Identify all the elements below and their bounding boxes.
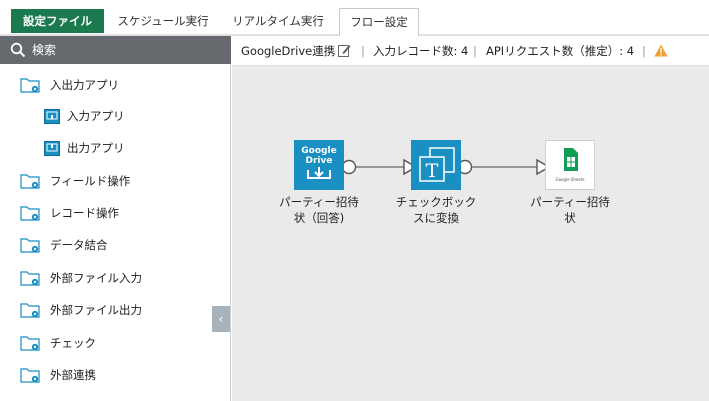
node-label: パーティー招待状	[530, 195, 610, 225]
sidebar-group-label: フィールド操作	[50, 174, 131, 188]
tab-realtime-run[interactable]: リアルタイム実行	[232, 14, 324, 28]
header-divider: |	[642, 44, 646, 58]
tab-settings-file[interactable]: 設定ファイル	[11, 9, 104, 33]
component-sidebar: 検索 入出力アプリ 入力アプリ 出力アプリ フィールド操作	[0, 36, 231, 401]
folder-gear-icon	[20, 238, 40, 253]
folder-gear-icon	[20, 303, 40, 318]
header-divider: |	[473, 44, 477, 58]
flow-node-google-sheets-output[interactable]: Google Sheets	[545, 140, 595, 190]
folder-gear-icon	[20, 368, 40, 383]
folder-gear-icon	[20, 206, 40, 221]
tab-flow-settings[interactable]: フロー設定	[339, 8, 419, 36]
header-divider: |	[361, 44, 365, 58]
output-app-icon	[44, 141, 60, 156]
svg-text:Drive: Drive	[306, 156, 333, 166]
sidebar-group-label: 外部ファイル入力	[50, 271, 142, 285]
search-label: 検索	[32, 43, 57, 57]
flow-header: GoogleDrive連携 | 入力レコード数: 4 | APIリクエスト数（推…	[232, 36, 709, 66]
text-format-icon: T	[411, 140, 461, 190]
flow-node-google-drive-input[interactable]: Google Drive	[294, 140, 344, 190]
folder-gear-icon	[20, 271, 40, 286]
flow-canvas[interactable]: GoogleDrive連携 | 入力レコード数: 4 | APIリクエスト数（推…	[232, 36, 709, 401]
sidebar-group-label: データ結合	[50, 238, 108, 252]
api-request-count: APIリクエスト数（推定）: 4	[486, 44, 635, 58]
sidebar-group-label: レコード操作	[50, 206, 119, 220]
google-sheets-icon: Google Sheets	[545, 140, 595, 190]
folder-gear-icon	[20, 78, 40, 93]
input-app-icon	[44, 109, 60, 124]
sidebar-group-label: 外部ファイル出力	[50, 303, 142, 317]
google-drive-icon: Google Drive	[294, 140, 344, 190]
folder-gear-icon	[20, 174, 40, 189]
svg-text:Google: Google	[301, 146, 336, 156]
svg-text:T: T	[426, 160, 439, 182]
edit-icon[interactable]	[338, 44, 351, 57]
search-bar[interactable]: 検索	[0, 36, 231, 64]
sidebar-group-label: チェック	[50, 336, 96, 350]
svg-text:Google Sheets: Google Sheets	[555, 177, 584, 182]
sidebar-group-label: 外部連携	[50, 368, 96, 382]
sidebar-group-label: 入出力アプリ	[50, 78, 119, 92]
search-icon	[10, 42, 26, 58]
node-label: チェックボックスに変換	[395, 195, 477, 225]
sidebar-item-label: 出力アプリ	[67, 141, 125, 155]
flow-name: GoogleDrive連携	[241, 44, 336, 58]
tab-schedule-run[interactable]: スケジュール実行	[117, 14, 209, 28]
input-record-count: 入力レコード数: 4	[373, 44, 469, 58]
top-tab-bar: 設定ファイル スケジュール実行 リアルタイム実行 フロー設定	[0, 0, 709, 36]
sidebar-item-label: 入力アプリ	[67, 109, 125, 123]
flow-connectors	[341, 158, 551, 176]
warning-icon[interactable]	[654, 44, 668, 57]
flow-node-checkbox-convert[interactable]: T	[411, 140, 461, 190]
node-label: パーティー招待状（回答)	[279, 195, 359, 225]
folder-gear-icon	[20, 336, 40, 351]
sidebar-collapse-button[interactable]: ‹	[212, 306, 230, 332]
